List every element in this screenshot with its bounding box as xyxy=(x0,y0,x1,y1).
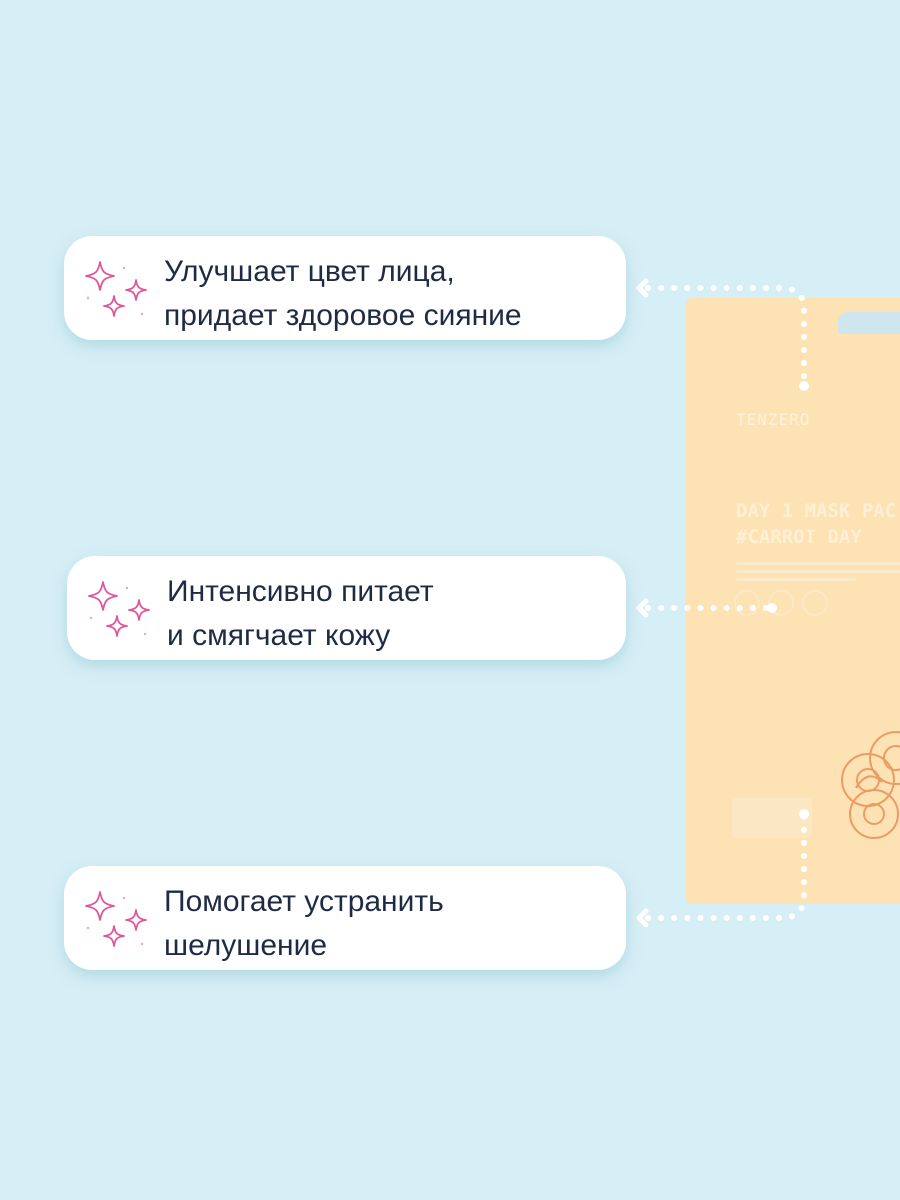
sparkles-icon xyxy=(85,891,147,947)
feature-circle-icon xyxy=(734,590,760,616)
callout-text: Интенсивно питает и смягчает кожу xyxy=(167,570,434,658)
pack-hanger-tab xyxy=(838,312,900,334)
feature-circle-icon xyxy=(802,590,828,616)
callout-card-complexion: Улучшает цвет лица, придает здоровое сия… xyxy=(64,236,626,340)
product-feature-icons xyxy=(734,590,828,616)
callout-line-2: придает здоровое сияние xyxy=(164,299,522,332)
callout-card-peeling: Помогает устранить шелушение xyxy=(64,866,626,970)
product-description-lines xyxy=(736,562,900,586)
product-pack: TENZERO DAY 1 MASK PAC #CARROT DAY xyxy=(686,298,900,904)
callout-line-1: Улучшает цвет лица, xyxy=(164,255,455,288)
callout-text: Улучшает цвет лица, придает здоровое сия… xyxy=(164,250,522,338)
callout-text: Помогает устранить шелушение xyxy=(164,880,444,968)
callout-line-2: и смягчает кожу xyxy=(167,619,391,652)
callout-line-2: шелушение xyxy=(164,929,328,962)
product-title: DAY 1 MASK PAC #CARROT DAY xyxy=(736,498,896,550)
callout-card-nourish: Интенсивно питает и смягчает кожу xyxy=(67,556,626,660)
product-title-line2: #CARROT DAY xyxy=(736,526,862,548)
callout-line-1: Интенсивно питает xyxy=(167,575,434,608)
product-badge xyxy=(732,798,812,838)
brand-logo: TENZERO xyxy=(736,410,811,429)
sparkles-icon xyxy=(88,581,150,637)
feature-circle-icon xyxy=(768,590,794,616)
product-title-line1: DAY 1 MASK PAC xyxy=(736,500,897,522)
callout-line-1: Помогает устранить xyxy=(164,885,444,918)
sparkles-icon xyxy=(85,261,147,317)
carrot-slices-illustration-icon xyxy=(841,731,900,839)
